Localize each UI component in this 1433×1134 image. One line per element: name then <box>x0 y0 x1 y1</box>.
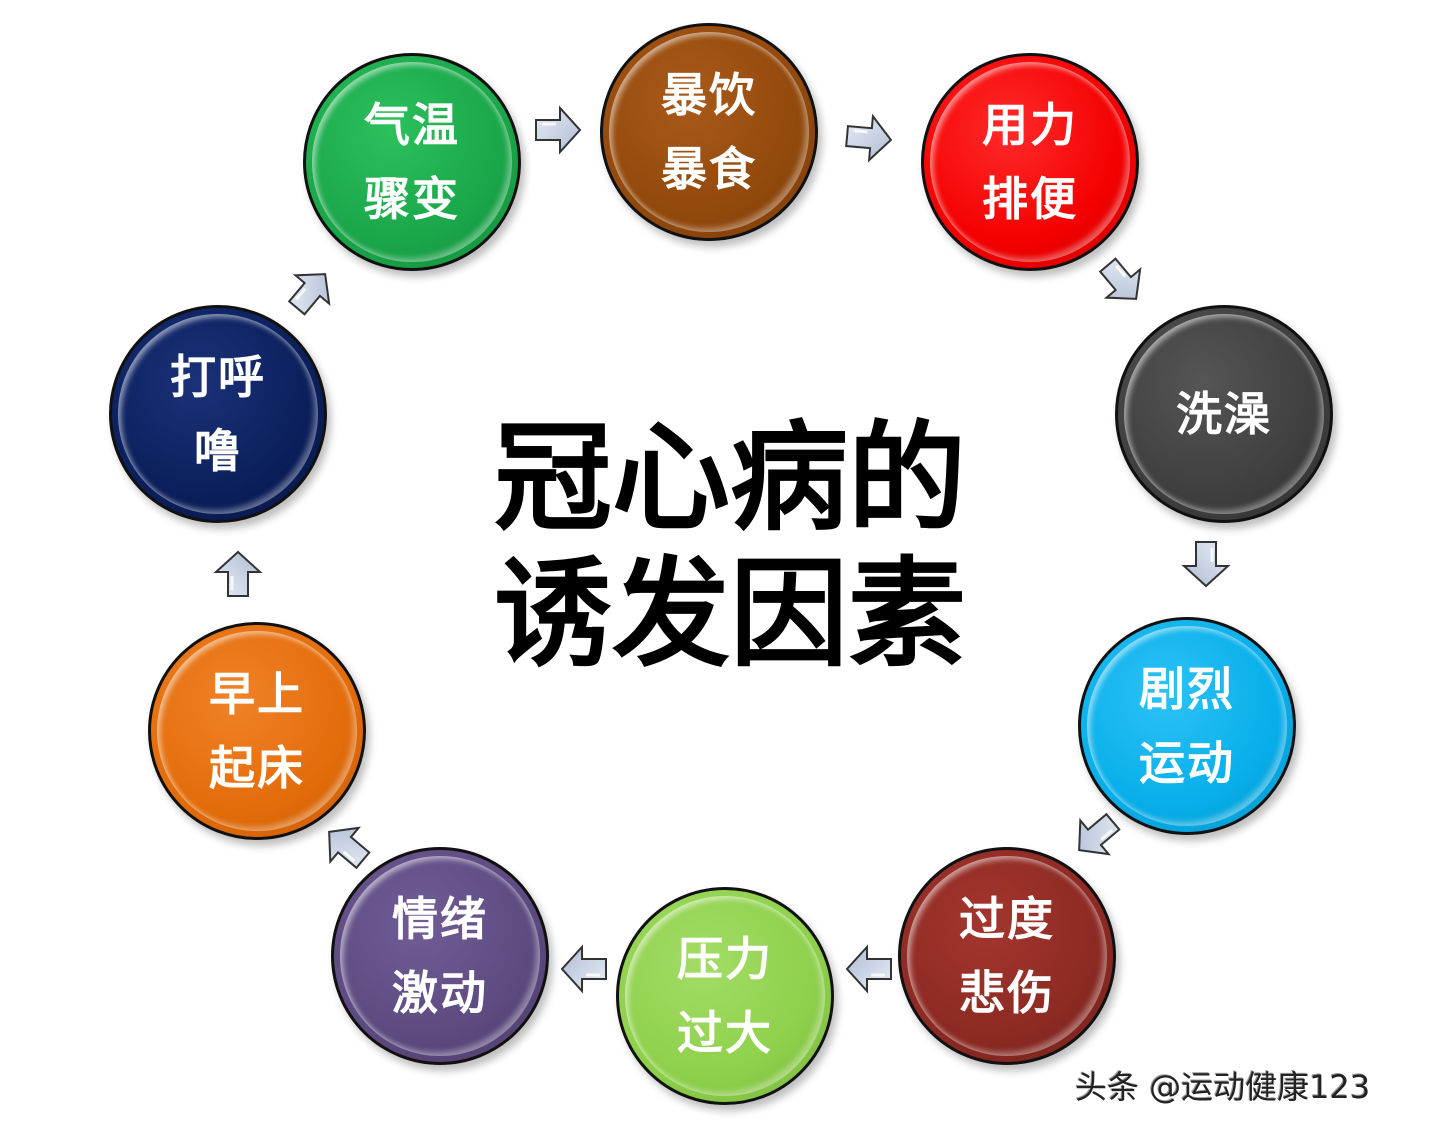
arrow-right-icon <box>841 110 897 166</box>
watermark: 头条 @运动健康123 <box>1075 1068 1371 1106</box>
factor-temperature-change: 气温骤变 <box>303 53 521 271</box>
arrow-up-right-icon <box>274 254 347 327</box>
title-line-1: 冠心病的 <box>493 409 966 547</box>
factor-snoring: 打呼噜 <box>109 305 327 523</box>
title-line-2: 诱发因素 <box>493 545 966 683</box>
factor-bathing: 洗澡 <box>1115 305 1333 523</box>
factor-excessive-grief: 过度悲伤 <box>898 847 1116 1065</box>
arrow-up-icon <box>212 548 264 600</box>
arrow-down-icon <box>1180 538 1232 590</box>
arrow-down-right-icon <box>1085 245 1158 318</box>
factor-straining-bowel: 用力排便 <box>921 53 1139 271</box>
diagram-title: 冠心病的 诱发因素 <box>480 410 980 682</box>
factor-emotional-excitement: 情绪激动 <box>331 847 549 1065</box>
arrow-left-icon <box>843 943 895 995</box>
factor-overeating: 暴饮暴食 <box>600 23 818 241</box>
arrow-left-icon <box>558 943 610 995</box>
factor-strenuous-exercise: 剧烈运动 <box>1078 617 1296 835</box>
arrow-right-icon <box>532 104 584 156</box>
factor-high-pressure: 压力过大 <box>616 887 834 1105</box>
factor-morning-wakeup: 早上起床 <box>148 622 366 840</box>
